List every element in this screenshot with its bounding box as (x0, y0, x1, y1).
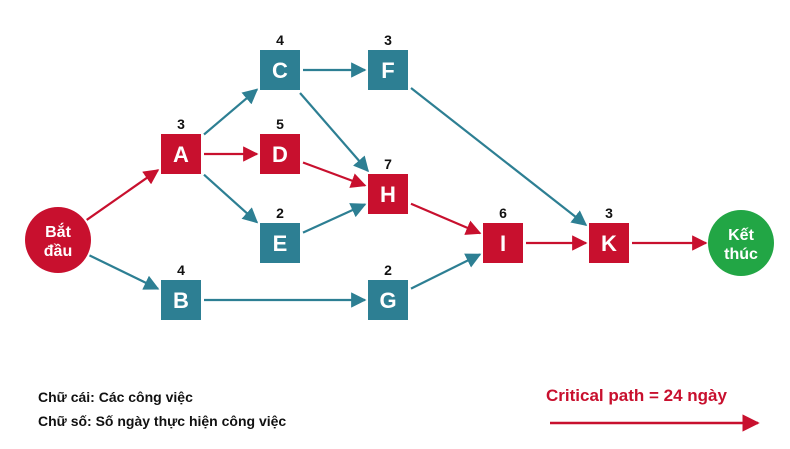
task-node-i: I6 (483, 205, 523, 263)
task-label: E (273, 231, 288, 256)
task-box (161, 280, 201, 320)
task-box (368, 280, 408, 320)
task-duration: 4 (276, 32, 284, 48)
task-box (483, 223, 523, 263)
start-label-line2: đầu (44, 243, 72, 260)
edge-start-b (88, 254, 160, 290)
edge-g-i (410, 253, 482, 290)
task-node-k: K3 (589, 205, 629, 263)
task-label: I (500, 231, 506, 256)
task-duration: 2 (384, 262, 392, 278)
legend-letters: Chữ cái: Các công việc (38, 389, 193, 405)
edge-a-e (203, 173, 259, 224)
edges-layer (86, 62, 708, 308)
edge-start-a (86, 169, 160, 221)
start-circle (25, 207, 91, 273)
task-label: G (379, 288, 396, 313)
task-box (589, 223, 629, 263)
task-duration: 7 (384, 156, 392, 172)
task-node-h: H7 (368, 156, 408, 214)
task-node-a: A3 (161, 116, 201, 174)
task-node-f: F3 (368, 32, 408, 90)
task-label: K (601, 231, 617, 256)
end-circle (708, 210, 774, 276)
task-node-b: B4 (161, 262, 201, 320)
task-duration: 6 (499, 205, 507, 221)
task-box (260, 223, 300, 263)
edge-d-h (302, 161, 367, 188)
task-label: C (272, 58, 288, 83)
edge-f-k (410, 87, 588, 226)
task-duration: 4 (177, 262, 185, 278)
task-box (260, 50, 300, 90)
edge-e-h (302, 203, 367, 234)
task-duration: 5 (276, 116, 284, 132)
start-node: Bắt đầu (25, 207, 91, 273)
task-box (368, 174, 408, 214)
edge-a-c (203, 88, 259, 136)
task-node-c: C4 (260, 32, 300, 90)
edge-h-i (410, 202, 482, 235)
edge-c-h (299, 92, 369, 173)
task-label: H (380, 182, 396, 207)
end-node: Kết thúc (708, 210, 774, 276)
end-label-line1: Kết (728, 227, 754, 244)
task-box (161, 134, 201, 174)
task-node-e: E2 (260, 205, 300, 263)
task-box (260, 134, 300, 174)
start-label-line1: Bắt (45, 222, 71, 241)
task-label: B (173, 288, 189, 313)
critical-path-label: Critical path = 24 ngày (546, 386, 727, 405)
end-label-line2: thúc (724, 246, 758, 263)
task-duration: 3 (605, 205, 613, 221)
task-duration: 3 (384, 32, 392, 48)
legend-numbers: Chữ số: Số ngày thực hiện công việc (38, 413, 287, 429)
task-duration: 2 (276, 205, 284, 221)
task-duration: 3 (177, 116, 185, 132)
task-label: F (381, 58, 394, 83)
task-node-d: D5 (260, 116, 300, 174)
task-label: A (173, 142, 189, 167)
task-node-g: G2 (368, 262, 408, 320)
task-box (368, 50, 408, 90)
task-label: D (272, 142, 288, 167)
